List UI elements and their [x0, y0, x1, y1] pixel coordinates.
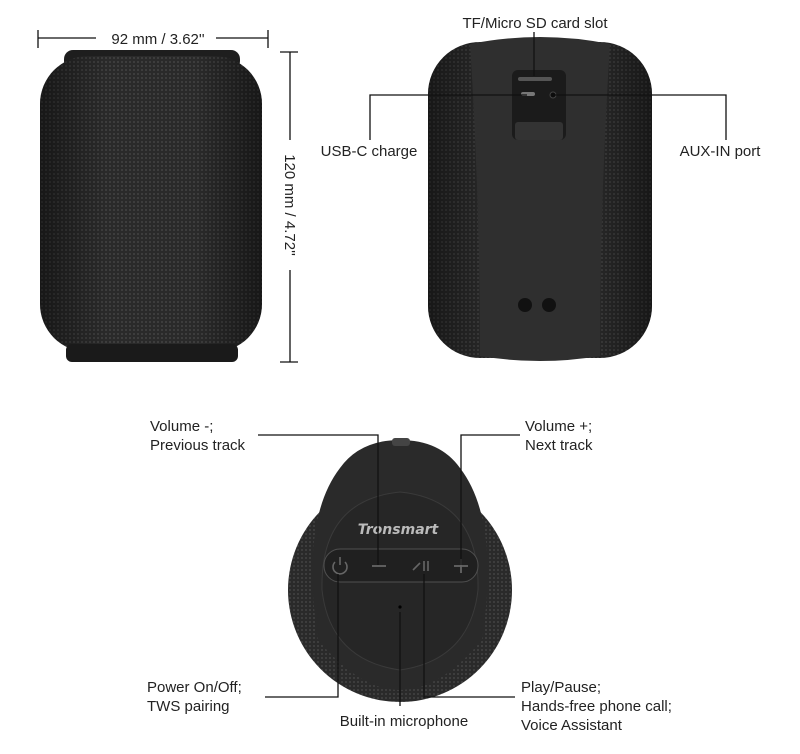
play-pause-label-1: Play/Pause; [521, 679, 601, 696]
power-button-icon [332, 557, 348, 575]
power-label-1: Power On/Off; [147, 679, 242, 696]
volume-plus-label-2: Next track [525, 437, 593, 454]
top-speaker-image: Tronsmart [288, 438, 512, 702]
width-label: 92 mm / 3.62'' [111, 31, 204, 48]
height-label: 120 mm / 4.72'' [281, 154, 298, 256]
tronsmart-logo: Tronsmart [358, 522, 440, 538]
back-speaker-image [428, 37, 652, 361]
height-dimension: 120 mm / 4.72'' [280, 51, 300, 363]
width-dimension: 92 mm / 3.62'' [37, 28, 269, 48]
aux-in-label: AUX-IN port [680, 143, 762, 160]
front-speaker-image [40, 50, 262, 362]
play-pause-label-2: Hands-free phone call; [521, 698, 672, 715]
volume-minus-label-1: Volume -; [150, 418, 213, 435]
play-pause-label-3: Voice Assistant [521, 717, 623, 734]
usb-c-label: USB-C charge [321, 143, 418, 160]
volume-minus-label-2: Previous track [150, 437, 246, 454]
tf-slot-label: TF/Micro SD card slot [462, 15, 608, 32]
volume-plus-label-1: Volume +; [525, 418, 592, 435]
microphone-label: Built-in microphone [340, 713, 468, 730]
power-label-2: TWS pairing [147, 698, 230, 715]
play-pause-button-icon [412, 561, 429, 571]
